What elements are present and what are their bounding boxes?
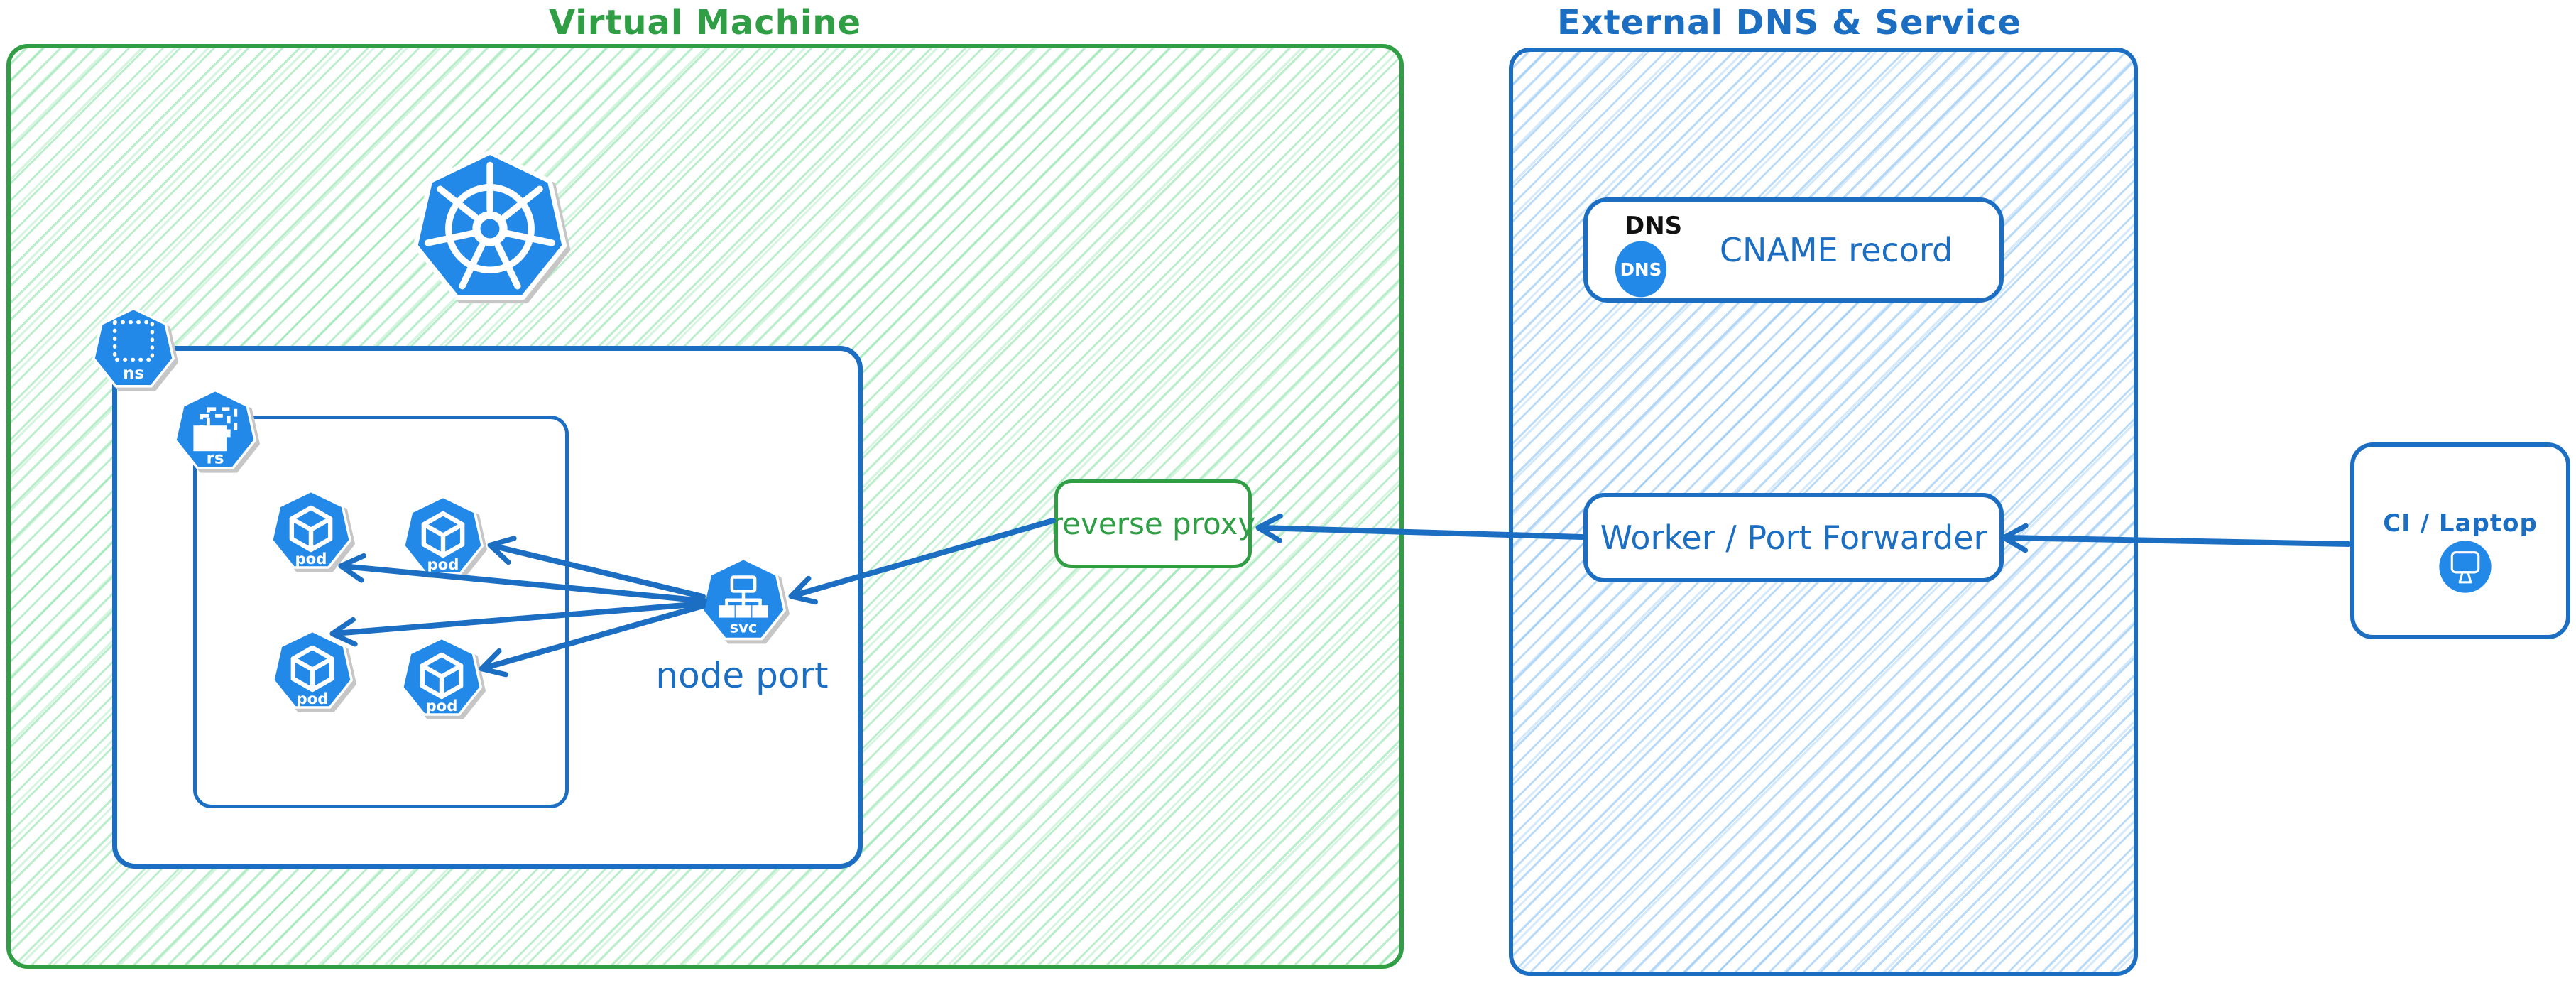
cname-record-box: DNS DNS CNAME record — [1583, 197, 2004, 303]
pod-icon: pod — [272, 629, 353, 709]
ci-laptop-box: CI / Laptop — [2350, 442, 2570, 639]
namespace-icon: ns — [92, 307, 175, 388]
node-port-label: node port — [655, 655, 829, 696]
laptop-icon — [2439, 541, 2492, 593]
pod-icon: pod — [271, 489, 351, 569]
namespace-icon-label: ns — [123, 364, 144, 383]
worker-port-forwarder-label: Worker / Port Forwarder — [1600, 518, 1987, 557]
replicaset-box — [193, 416, 569, 808]
cname-record-label: CNAME record — [1719, 231, 1953, 269]
pod-icon: pod — [403, 495, 484, 575]
pod-icon-label: pod — [295, 550, 327, 568]
ci-laptop-label: CI / Laptop — [2383, 509, 2538, 538]
external-dns-title: External DNS & Service — [1556, 3, 2022, 43]
virtual-machine-title: Virtual Machine — [548, 3, 862, 43]
dns-icon: DNS — [1615, 241, 1667, 298]
reverse-proxy-label: reverse proxy — [1050, 506, 1256, 541]
dns-tag-label: DNS — [1625, 212, 1683, 240]
pod-icon-label: pod — [297, 690, 329, 708]
reverse-proxy-box: reverse proxy — [1050, 479, 1256, 568]
service-icon-label: svc — [730, 619, 758, 636]
kubernetes-icon — [413, 150, 567, 300]
pod-icon-label: pod — [426, 697, 458, 715]
dns-icon-label: DNS — [1620, 259, 1662, 280]
pod-icon-label: pod — [427, 556, 459, 574]
replicaset-icon-label: rs — [207, 450, 224, 468]
service-icon: svc — [701, 557, 786, 641]
replicaset-icon: rs — [174, 389, 256, 469]
pod-icon: pod — [401, 636, 482, 716]
worker-port-forwarder-box: Worker / Port Forwarder — [1583, 493, 2004, 582]
